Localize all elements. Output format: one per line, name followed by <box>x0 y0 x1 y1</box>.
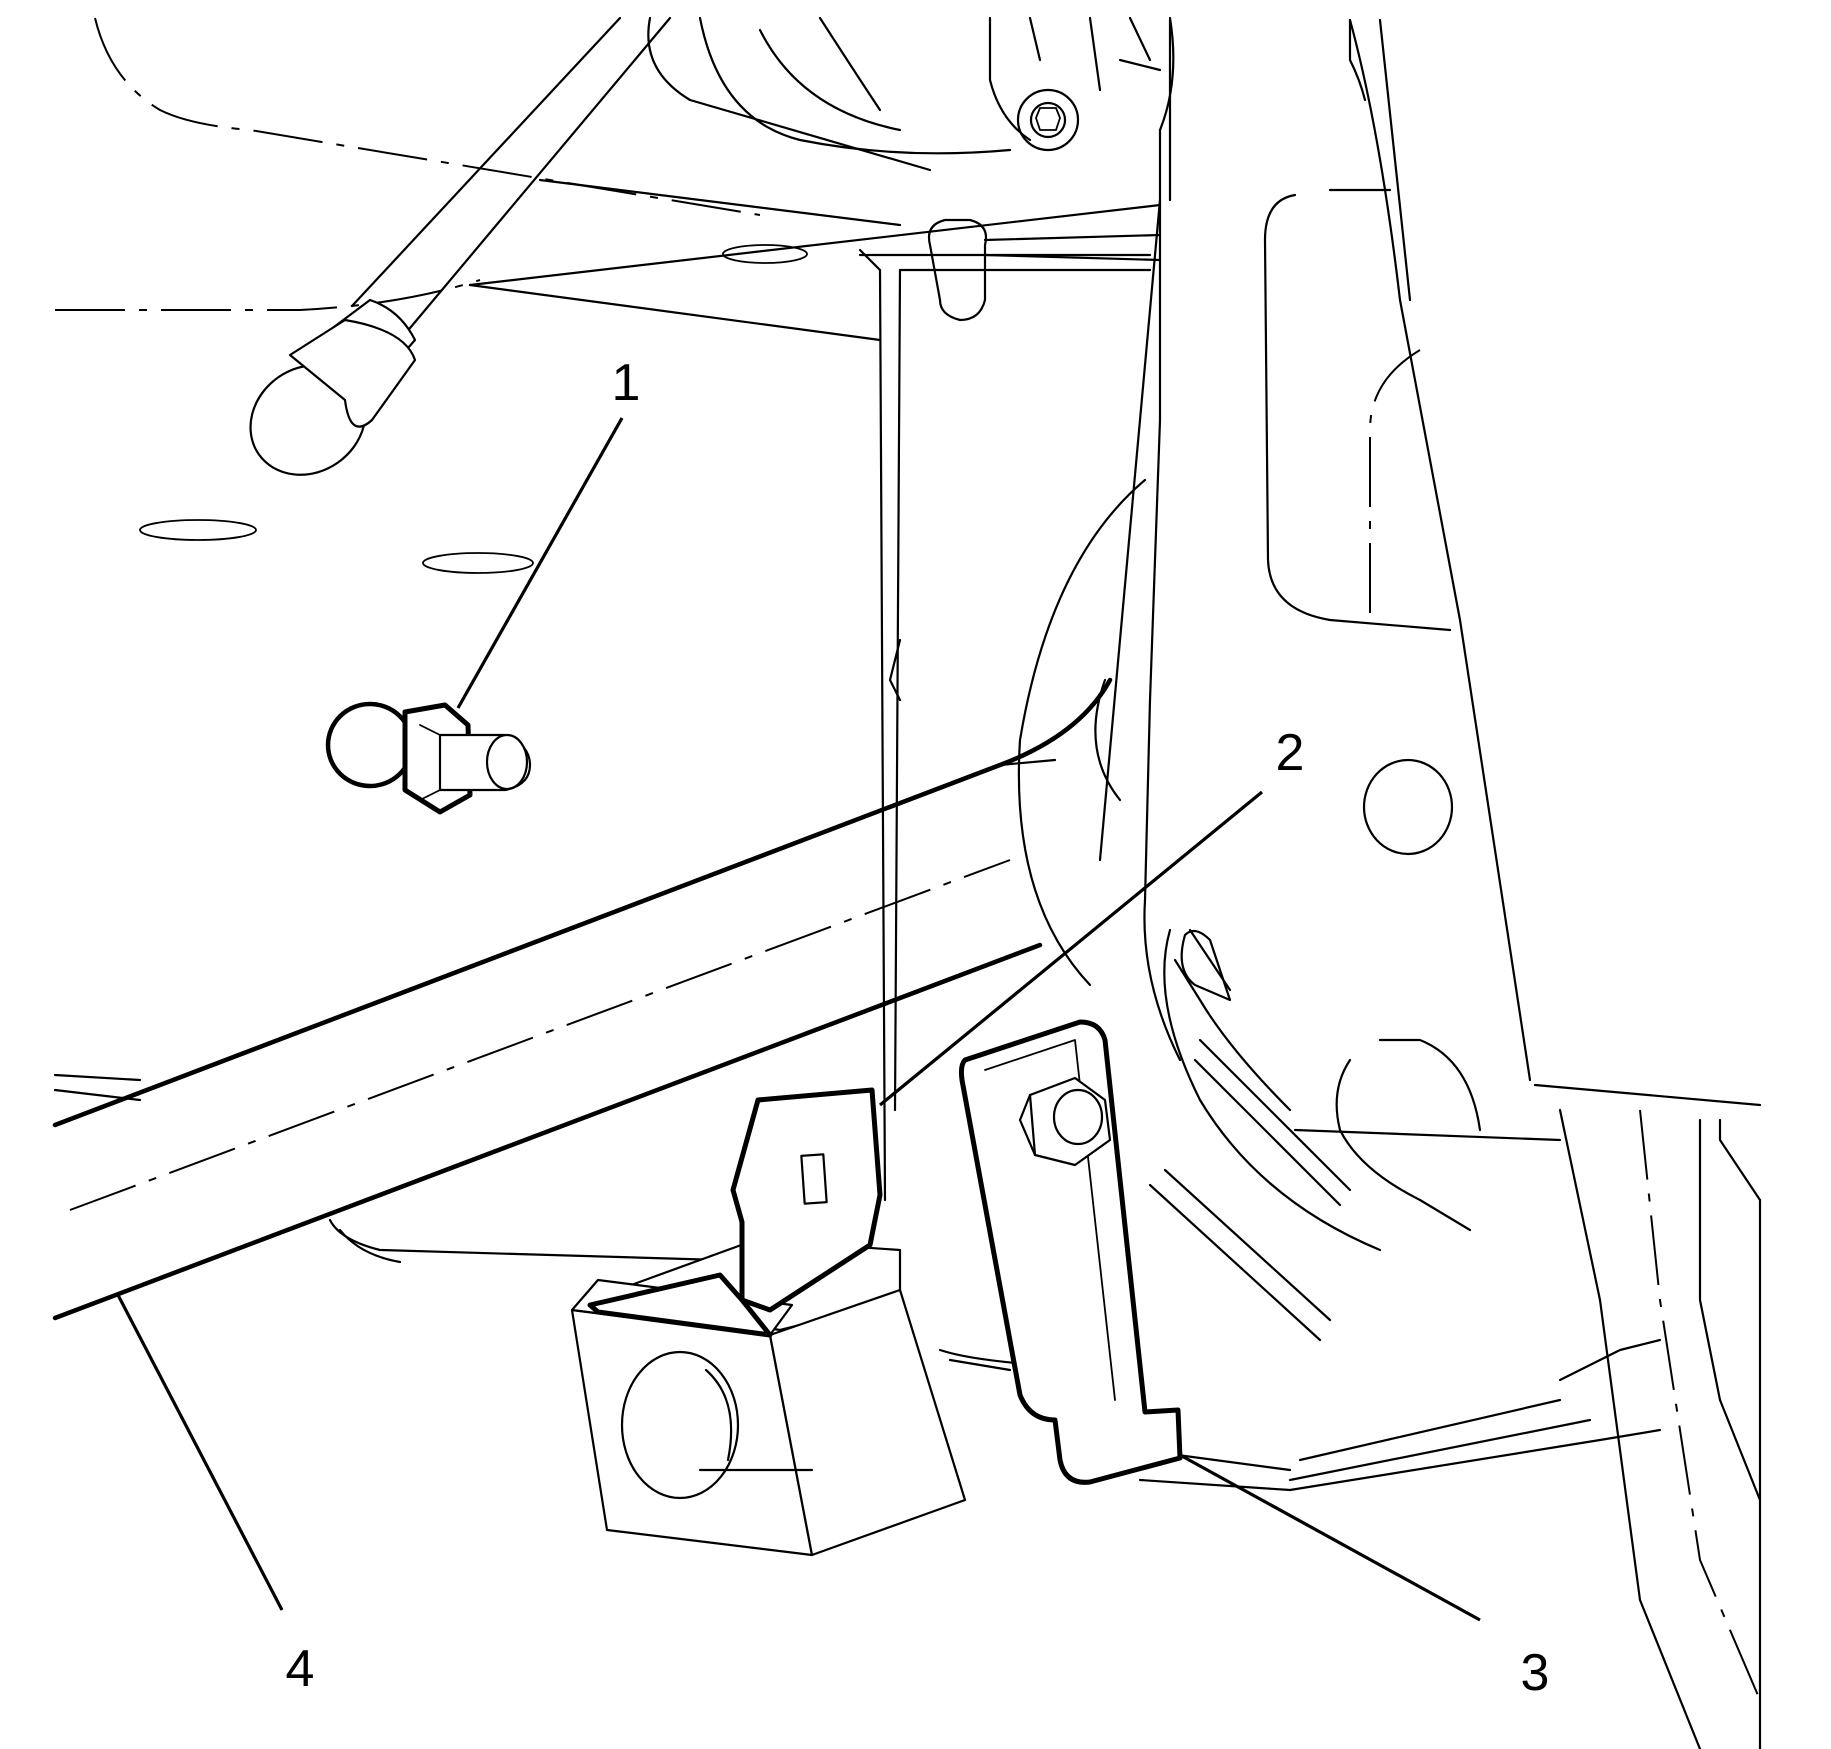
background-structure <box>53 16 1762 1749</box>
callout-labels: 1 2 3 4 <box>286 354 1550 1702</box>
callout-4: 4 <box>286 1640 315 1698</box>
component-1-sensor <box>325 701 532 815</box>
component-3-mounting-plate <box>958 1019 1183 1485</box>
callout-1: 1 <box>612 354 641 412</box>
leader-line-1 <box>456 417 624 709</box>
callout-2: 2 <box>1276 724 1305 782</box>
leader-line-3 <box>1179 1453 1481 1622</box>
component-2-bracket-block <box>570 1087 967 1557</box>
component-4-crossbar <box>52 677 1113 1321</box>
support-rod <box>249 16 672 476</box>
leader-lines <box>116 417 1481 1622</box>
leader-line-2 <box>878 790 1264 1107</box>
leader-line-4 <box>116 1294 284 1611</box>
callout-3: 3 <box>1521 1644 1550 1702</box>
